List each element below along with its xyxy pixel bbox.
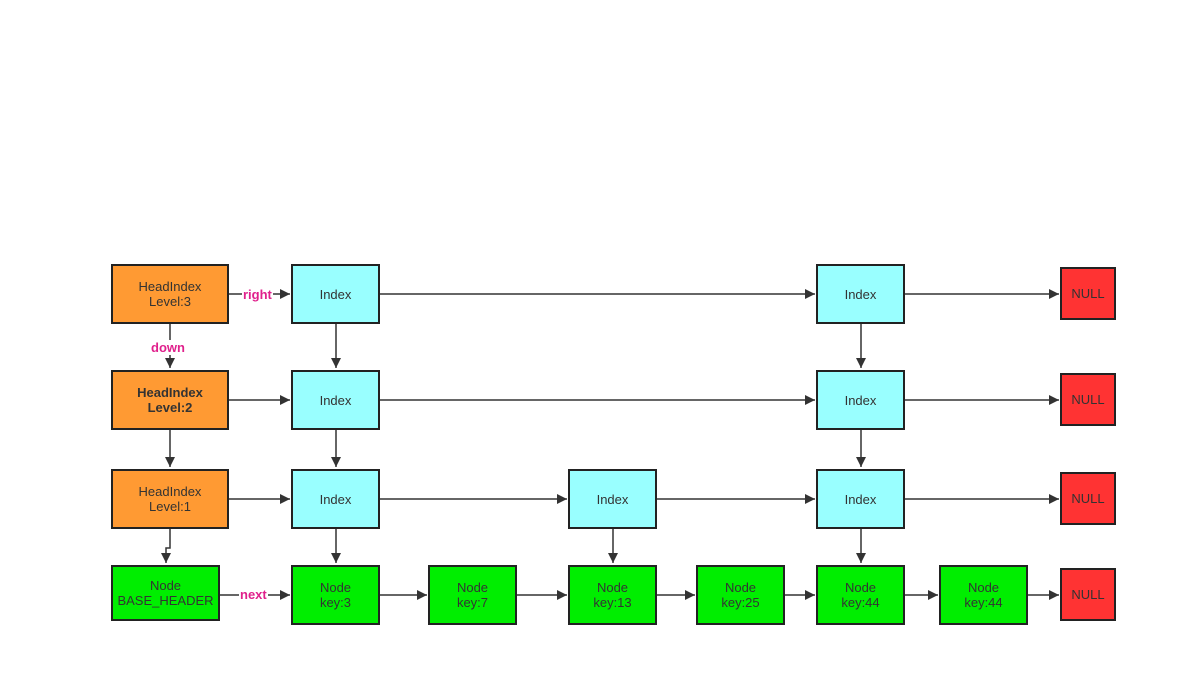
node-key: key:7 xyxy=(456,595,489,610)
node-title: Node xyxy=(596,580,629,595)
head-index-level-2: HeadIndex Level:2 xyxy=(111,370,229,430)
node-key: key:44 xyxy=(841,595,880,610)
head-index-level-1-title: HeadIndex xyxy=(138,484,202,499)
head-index-level-2-title: HeadIndex xyxy=(137,385,203,400)
index-label: Index xyxy=(319,491,352,507)
index-level-1-d: Index xyxy=(816,469,905,529)
index-label: Index xyxy=(844,392,877,408)
null-level-1: NULL xyxy=(1060,472,1116,525)
index-label: Index xyxy=(844,286,877,302)
node-key: key:25 xyxy=(721,595,760,610)
null-level-0: NULL xyxy=(1060,568,1116,621)
node-key-3: Node key:3 xyxy=(291,565,380,625)
index-level-1-a: Index xyxy=(291,469,380,529)
index-label: Index xyxy=(319,286,352,302)
index-level-2-d: Index xyxy=(816,370,905,430)
node-key-13: Node key:13 xyxy=(568,565,657,625)
right-pointer-label: right xyxy=(242,287,273,302)
node-key: key:3 xyxy=(319,595,352,610)
null-label: NULL xyxy=(1071,286,1105,301)
node-title: Node xyxy=(844,580,877,595)
node-key-7: Node key:7 xyxy=(428,565,517,625)
node-key: key:44 xyxy=(964,595,1003,610)
null-level-2: NULL xyxy=(1060,373,1116,426)
head-index-level-3: HeadIndex Level:3 xyxy=(111,264,229,324)
index-level-3-d: Index xyxy=(816,264,905,324)
index-label: Index xyxy=(844,491,877,507)
header-node: Node BASE_HEADER xyxy=(111,565,220,621)
down-pointer-label: down xyxy=(150,340,186,355)
null-label: NULL xyxy=(1071,491,1105,506)
head-index-level-1-level: Level:1 xyxy=(149,499,191,514)
null-label: NULL xyxy=(1071,587,1105,602)
index-level-1-c: Index xyxy=(568,469,657,529)
null-label: NULL xyxy=(1071,392,1105,407)
index-label: Index xyxy=(319,392,352,408)
null-level-3: NULL xyxy=(1060,267,1116,320)
node-key: key:13 xyxy=(593,595,632,610)
head-index-level-2-level: Level:2 xyxy=(147,400,193,415)
node-key-44-b: Node key:44 xyxy=(939,565,1028,625)
index-label: Index xyxy=(596,491,629,507)
head-index-level-3-title: HeadIndex xyxy=(138,279,202,294)
node-title: Node xyxy=(724,580,757,595)
node-title: Node xyxy=(967,580,1000,595)
node-key-44-a: Node key:44 xyxy=(816,565,905,625)
index-level-3-a: Index xyxy=(291,264,380,324)
head-index-level-1: HeadIndex Level:1 xyxy=(111,469,229,529)
header-node-key: BASE_HEADER xyxy=(117,593,214,608)
index-level-2-a: Index xyxy=(291,370,380,430)
node-key-25: Node key:25 xyxy=(696,565,785,625)
head-index-level-3-level: Level:3 xyxy=(149,294,191,309)
arrow-head1-down xyxy=(161,529,171,563)
next-pointer-label: next xyxy=(239,587,268,602)
node-title: Node xyxy=(319,580,352,595)
node-title: Node xyxy=(456,580,489,595)
header-node-title: Node xyxy=(149,578,182,593)
